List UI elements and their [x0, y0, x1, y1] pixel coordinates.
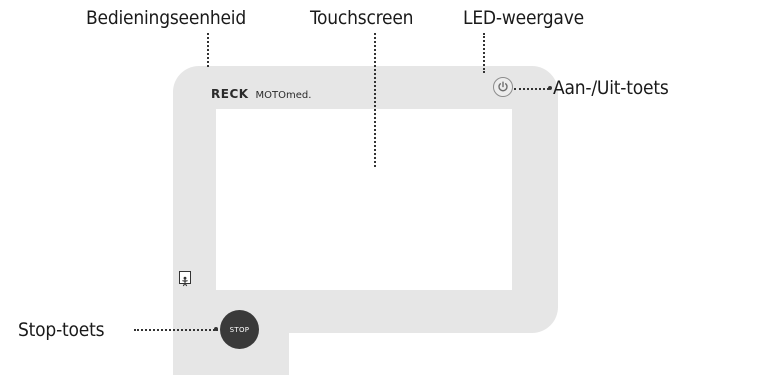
leader-power-key	[514, 88, 549, 90]
brand-model: MOTOmed.	[255, 90, 312, 101]
label-power-key: Aan-/Uit-toets	[553, 77, 669, 99]
person-icon	[179, 271, 191, 287]
power-button[interactable]	[493, 77, 513, 97]
touchscreen-display[interactable]	[216, 109, 512, 290]
leader-stop-key	[134, 329, 218, 331]
panel-cutout	[289, 333, 319, 375]
brand-mark: RECK MOTOmed.	[211, 87, 311, 103]
label-control-unit: Bedieningseenheid	[86, 7, 246, 29]
stop-button[interactable]: STOP	[220, 310, 259, 349]
leader-dot-power	[548, 86, 552, 90]
label-stop-key: Stop-toets	[18, 319, 105, 341]
power-icon	[498, 81, 508, 92]
label-touchscreen: Touchscreen	[310, 7, 414, 29]
brand-logo: RECK	[211, 87, 249, 101]
leader-dot-stop	[214, 327, 218, 331]
leader-control-unit	[207, 33, 209, 67]
leader-touchscreen	[374, 33, 376, 167]
stop-button-label: STOP	[229, 325, 250, 334]
label-led-display: LED-weergave	[463, 7, 584, 29]
leader-led-display	[483, 33, 485, 73]
